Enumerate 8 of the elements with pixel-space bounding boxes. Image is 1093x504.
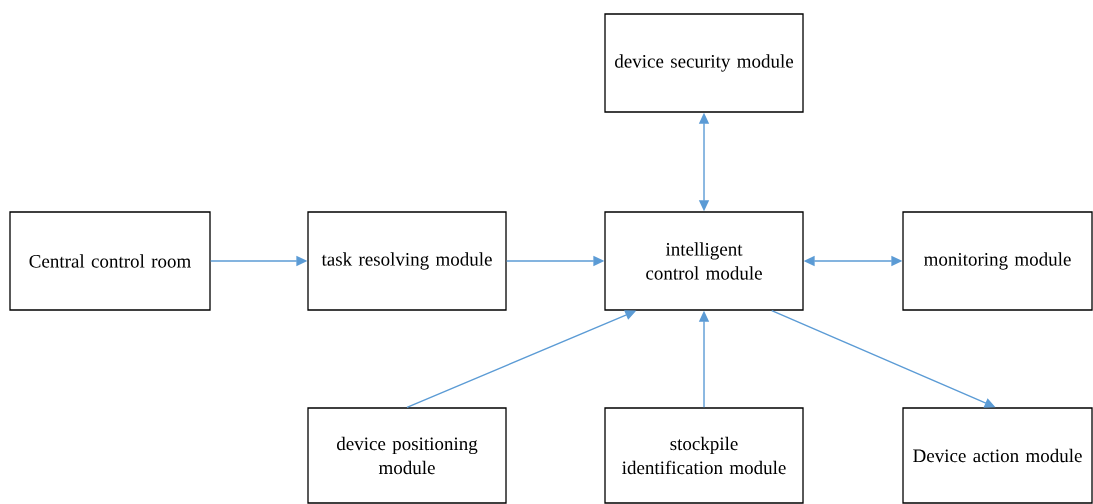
module-box: Central control room	[9, 211, 211, 311]
module-box: device security module	[604, 13, 804, 113]
module-box: task resolving module	[307, 211, 507, 311]
module-box: stockpile identification module	[604, 407, 804, 504]
module-box: device positioning module	[307, 407, 507, 504]
module-box: intelligent control module	[604, 211, 804, 311]
module-box: monitoring module	[902, 211, 1093, 311]
module-box: Device action module	[902, 407, 1093, 504]
